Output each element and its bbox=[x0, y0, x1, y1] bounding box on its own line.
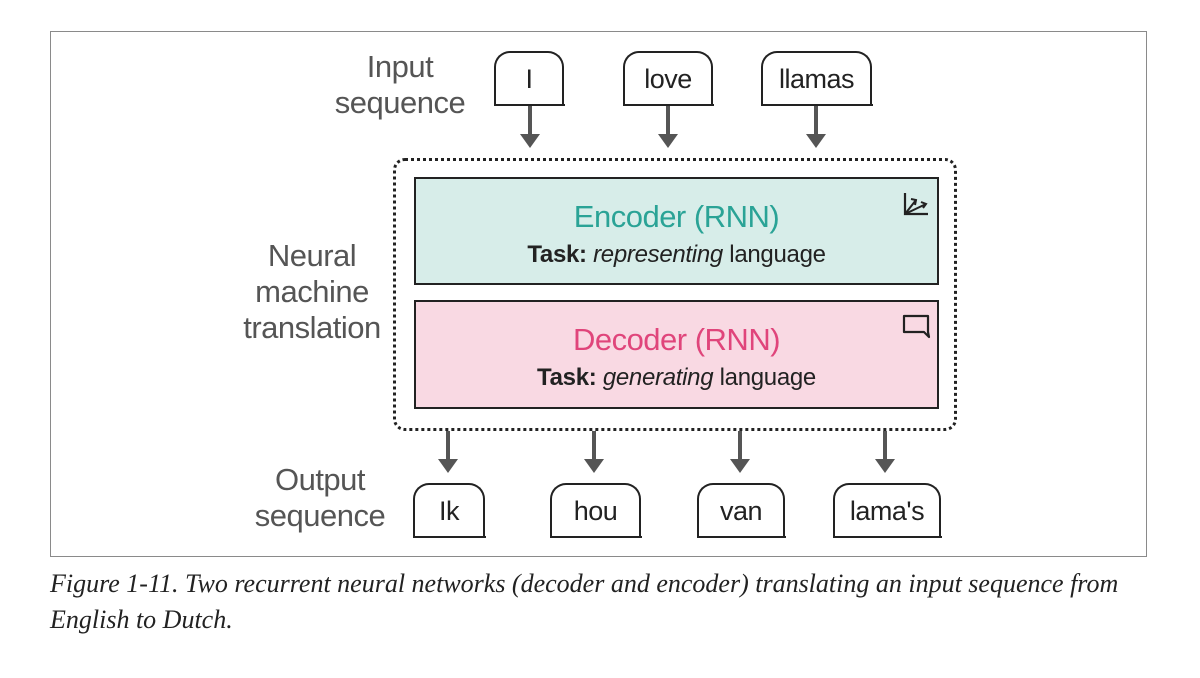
nmt-label-line-3: translation bbox=[243, 310, 381, 345]
output-label-line-1: Output bbox=[274, 462, 366, 497]
figure-frame bbox=[50, 31, 1147, 557]
output-token: lama's bbox=[832, 483, 942, 538]
decoder-task-emphasis: generating bbox=[602, 364, 714, 391]
decoder-title: Decoder (RNN) bbox=[572, 322, 781, 357]
output-token-text: van bbox=[719, 496, 763, 526]
neural-machine-translation-box bbox=[393, 158, 957, 431]
decoder-task-key: Task: bbox=[537, 364, 597, 391]
input-token: I bbox=[493, 51, 565, 106]
decoder-block: Decoder (RNN) Task: generating language bbox=[414, 300, 939, 409]
encoder-block: Encoder (RNN) Task: representing languag… bbox=[414, 177, 939, 285]
input-sequence-label: Input sequence bbox=[325, 49, 475, 121]
input-token: love bbox=[622, 51, 714, 106]
encoder-task-rest: language bbox=[722, 241, 826, 268]
output-sequence-label: Output sequence bbox=[245, 462, 395, 534]
input-token-text: love bbox=[644, 64, 692, 94]
output-token: hou bbox=[549, 483, 642, 538]
chart-axes-icon bbox=[903, 193, 928, 216]
input-label-line-2: sequence bbox=[334, 85, 466, 120]
figure-caption: Figure 1-11. Two recurrent neural networ… bbox=[50, 569, 1119, 634]
output-token-text: hou bbox=[573, 496, 618, 526]
nmt-label: Neural machine translation bbox=[232, 238, 392, 346]
decoder-task-rest: language bbox=[713, 364, 817, 391]
output-token-text: lama's bbox=[849, 496, 925, 526]
encoder-task-emphasis: representing bbox=[593, 241, 723, 268]
input-token-text: I bbox=[525, 64, 533, 94]
output-token: Ik bbox=[412, 483, 486, 538]
nmt-label-line-1: Neural bbox=[267, 238, 357, 273]
speech-bubble-icon bbox=[902, 314, 931, 339]
encoder-task-key: Task: bbox=[527, 241, 587, 268]
nmt-label-line-2: machine bbox=[255, 274, 369, 309]
decoder-task: Task: generating language bbox=[416, 364, 937, 392]
output-label-line-2: sequence bbox=[254, 498, 386, 533]
encoder-title: Encoder (RNN) bbox=[573, 199, 780, 234]
output-token-text: Ik bbox=[438, 496, 460, 526]
input-label-line-1: Input bbox=[366, 49, 434, 84]
input-token-text: llamas bbox=[778, 64, 855, 94]
encoder-task: Task: representing language bbox=[416, 241, 937, 269]
output-token: van bbox=[696, 483, 786, 538]
input-token: llamas bbox=[760, 51, 873, 106]
